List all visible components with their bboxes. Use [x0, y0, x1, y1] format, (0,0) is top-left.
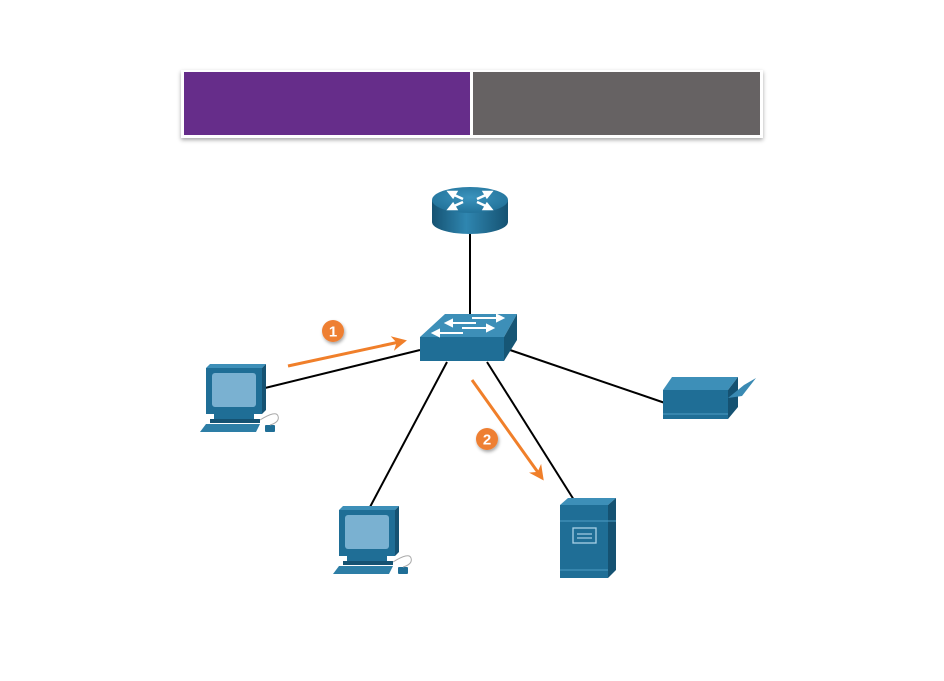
step-badge-2: 2: [476, 428, 498, 450]
pc-bottom-icon[interactable]: [333, 506, 412, 574]
link-switch-pc-left: [264, 349, 421, 389]
pc-left-icon[interactable]: [200, 364, 279, 432]
printer-icon[interactable]: [663, 377, 756, 419]
flow-arrow-1: [287, 336, 407, 368]
flow-arrow-2: [470, 379, 544, 481]
header-bar: [181, 70, 763, 138]
step-badge-1-label: 1: [329, 324, 337, 341]
step-badge-1: 1: [322, 320, 344, 342]
router-icon[interactable]: [432, 187, 508, 234]
step-badge-2-label: 2: [483, 432, 491, 449]
link-switch-printer: [509, 349, 666, 404]
link-switch-server: [486, 361, 575, 501]
links: [264, 232, 666, 508]
server-icon[interactable]: [560, 498, 616, 578]
link-switch-pc-bottom: [369, 361, 448, 508]
header-left-segment: [184, 72, 470, 135]
switch-icon[interactable]: [420, 313, 517, 361]
header-right-segment: [473, 72, 760, 135]
